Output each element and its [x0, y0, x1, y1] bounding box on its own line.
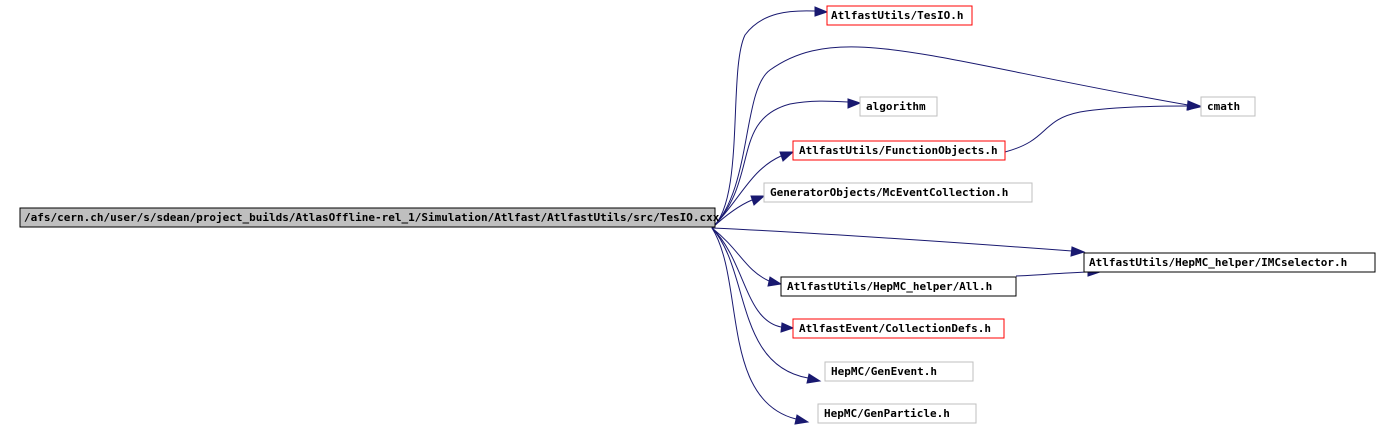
arrowhead-collection-defs [780, 322, 795, 333]
edge-hepmc-all-to-imc-selector [1015, 271, 1089, 277]
node-collection-defs[interactable]: AtlfastEvent/CollectionDefs.h [792, 318, 1005, 339]
node-gen-particle-label: HepMC/GenParticle.h [824, 407, 950, 420]
nodes-layer: /afs/cern.ch/user/s/sdean/project_builds… [19, 5, 1376, 424]
node-tesio-h-label: AtlfastUtils/TesIO.h [831, 9, 963, 22]
edge-root-to-algorithm [711, 100, 849, 229]
edge-root-to-gen-event [711, 227, 809, 379]
arrowhead-cmath-from-function-objects [1187, 100, 1202, 111]
node-algorithm-label: algorithm [866, 100, 926, 113]
node-root-file-label: /afs/cern.ch/user/s/sdean/project_builds… [24, 211, 720, 224]
edges-layer [711, 6, 1202, 425]
node-gen-particle-box [817, 403, 977, 424]
node-function-objects-label: AtlfastUtils/FunctionObjects.h [799, 144, 998, 157]
node-cmath[interactable]: cmath [1200, 96, 1256, 117]
node-function-objects-box [792, 140, 1006, 161]
node-function-objects[interactable]: AtlfastUtils/FunctionObjects.h [792, 140, 1006, 161]
node-tesio-h-box [826, 5, 973, 26]
node-root-file-box [19, 207, 716, 228]
arrowhead-gen-event [806, 373, 822, 384]
node-mc-event-collection-label: GeneratorObjects/McEventCollection.h [770, 186, 1008, 199]
node-gen-event-label: HepMC/GenEvent.h [831, 365, 937, 378]
node-hepmc-all-label: AtlfastUtils/HepMC_helper/All.h [787, 280, 992, 293]
edge-function-objects-to-cmath [1004, 105, 1189, 153]
arrowhead-hepmc-all [767, 276, 783, 287]
edge-root-to-tesio-h [711, 10, 816, 229]
node-cmath-label: cmath [1207, 100, 1240, 113]
node-root-file[interactable]: /afs/cern.ch/user/s/sdean/project_builds… [19, 207, 720, 228]
node-tesio-h[interactable]: AtlfastUtils/TesIO.h [826, 5, 973, 26]
node-collection-defs-box [792, 318, 1005, 339]
edge-root-to-gen-particle [711, 227, 797, 420]
edge-root-to-hepmc-all [711, 227, 770, 282]
node-imc-selector-box [1083, 252, 1376, 273]
node-algorithm[interactable]: algorithm [859, 96, 938, 117]
node-gen-particle[interactable]: HepMC/GenParticle.h [817, 403, 977, 424]
arrowhead-imc-selector-from-root [1070, 246, 1086, 257]
node-gen-event-box [824, 361, 974, 382]
node-cmath-box [1200, 96, 1256, 117]
edge-root-to-imc-selector [711, 227, 1073, 252]
node-mc-event-collection-box [763, 182, 1033, 203]
arrowhead-gen-particle [794, 414, 810, 425]
node-imc-selector[interactable]: AtlfastUtils/HepMC_helper/IMCselector.h [1083, 252, 1376, 273]
node-collection-defs-label: AtlfastEvent/CollectionDefs.h [799, 322, 991, 335]
node-algorithm-box [859, 96, 938, 117]
arrowhead-mc-event-collection [750, 195, 766, 206]
edge-root-to-function-objects [711, 155, 782, 229]
node-mc-event-collection[interactable]: GeneratorObjects/McEventCollection.h [763, 182, 1033, 203]
arrowhead-algorithm [847, 98, 862, 109]
node-gen-event[interactable]: HepMC/GenEvent.h [824, 361, 974, 382]
arrowhead-function-objects [779, 151, 795, 162]
edge-root-to-collection-defs [711, 227, 782, 328]
node-hepmc-all[interactable]: AtlfastUtils/HepMC_helper/All.h [780, 276, 1017, 297]
node-imc-selector-label: AtlfastUtils/HepMC_helper/IMCselector.h [1089, 256, 1347, 269]
edge-root-to-cmath [711, 46, 1189, 229]
arrowhead-tesio-h [814, 6, 829, 17]
node-hepmc-all-box [780, 276, 1017, 297]
